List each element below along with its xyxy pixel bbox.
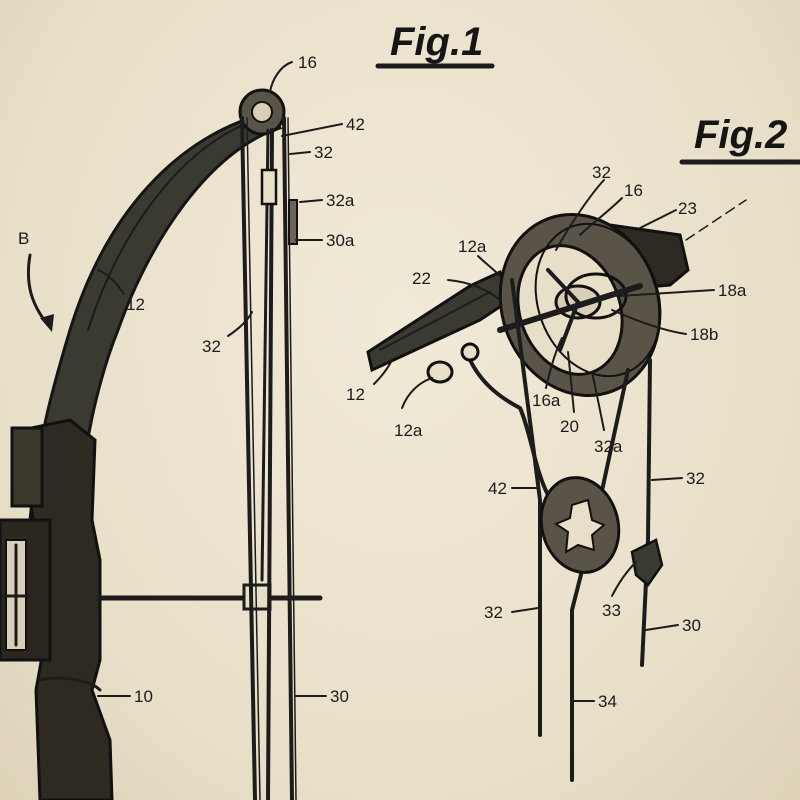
limb-pocket — [10, 426, 44, 508]
clip-ring — [460, 342, 480, 362]
label-f2-32-left: 32 — [484, 603, 503, 622]
label-f2-12a-clip: 12a — [394, 421, 423, 440]
leader-12 — [97, 269, 125, 295]
clip-12a — [426, 360, 454, 384]
label-f2-12: 12 — [346, 385, 365, 404]
fig2-cable-right — [646, 358, 652, 542]
leader-f2-16a — [545, 337, 563, 389]
fig2-cable-42 — [468, 358, 550, 497]
leader-f2-32-right — [651, 477, 683, 481]
cable-connector — [260, 168, 278, 206]
spoke-a — [546, 268, 580, 304]
leader-f2-12a-clip — [401, 377, 433, 409]
label-f2-33: 33 — [602, 601, 621, 620]
leader-f2-18a — [619, 289, 715, 297]
fig2-axle-shaft — [497, 283, 643, 333]
leader-f2-22 — [447, 279, 501, 301]
leader-32-top — [289, 151, 311, 155]
fig2-title-group: Fig.2 — [679, 113, 800, 165]
label-42: 42 — [346, 115, 365, 134]
label-f2-23: 23 — [678, 199, 697, 218]
leader-32-mid — [227, 311, 253, 337]
limb-highlight — [87, 121, 251, 331]
fig1-cable-mid — [266, 128, 274, 800]
label-f2-30: 30 — [682, 616, 701, 635]
label-f2-18b: 18b — [690, 325, 718, 344]
label-32a: 32a — [326, 191, 355, 210]
label-f2-16: 16 — [624, 181, 643, 200]
fig1-title-group: Fig.1 — [375, 20, 495, 69]
label-32-mid: 32 — [202, 337, 221, 356]
label-f2-16a: 16a — [532, 391, 561, 410]
pulley-emblem — [553, 498, 606, 554]
fig2-cable-mid — [570, 368, 630, 782]
fig2-cable-left — [510, 278, 542, 737]
axle-centerline — [685, 199, 747, 241]
fig2-limb — [366, 269, 512, 373]
leader-f2-20 — [567, 351, 575, 413]
label-f2-22: 22 — [412, 269, 431, 288]
arrow-b-head — [40, 314, 54, 332]
label-f2-42: 42 — [488, 479, 507, 498]
leader-f2-16 — [579, 197, 623, 236]
leader-f2-30 — [645, 624, 679, 631]
fig1-cable-left — [240, 116, 257, 800]
label-f2-18a: 18a — [718, 281, 747, 300]
label-f2-12a: 12a — [458, 237, 487, 256]
label-30a: 30a — [326, 231, 355, 250]
arrow-b — [26, 253, 50, 327]
label-10: 10 — [134, 687, 153, 706]
label-30: 30 — [330, 687, 349, 706]
fig2-title: Fig.2 — [694, 113, 787, 157]
label-32-top: 32 — [314, 143, 333, 162]
cam-axle — [251, 101, 273, 123]
fig1-title: Fig.1 — [390, 20, 483, 64]
label-b: B — [18, 229, 29, 248]
fig2-wheel-rim — [534, 222, 662, 378]
leader-f2-23 — [639, 209, 677, 229]
label-f2-32a: 32a — [594, 437, 623, 456]
label-f2-32-right: 32 — [686, 469, 705, 488]
leader-32a — [299, 199, 323, 203]
fig1-cable-left-hl — [246, 117, 261, 800]
leader-f2-33 — [611, 561, 637, 597]
string-serving — [288, 199, 298, 245]
leader-f2-18b — [611, 309, 687, 335]
leader-42 — [281, 123, 343, 137]
label-f2-20: 20 — [560, 417, 579, 436]
label-f2-32: 32 — [592, 163, 611, 182]
leader-16 — [269, 61, 293, 93]
anchor-33 — [630, 538, 664, 587]
leader-f2-32a — [591, 371, 605, 431]
fig2-limb-hl — [379, 291, 491, 351]
leader-f2-12 — [373, 359, 393, 385]
grip-line — [38, 676, 102, 692]
label-12: 12 — [126, 295, 145, 314]
label-16: 16 — [298, 53, 317, 72]
leader-f2-12a — [477, 255, 501, 277]
leader-f2-32-left — [511, 607, 539, 613]
spoke-b — [558, 300, 580, 352]
leader-f2-32 — [555, 179, 605, 251]
fig1-string — [282, 116, 294, 800]
label-f2-34: 34 — [598, 692, 617, 711]
